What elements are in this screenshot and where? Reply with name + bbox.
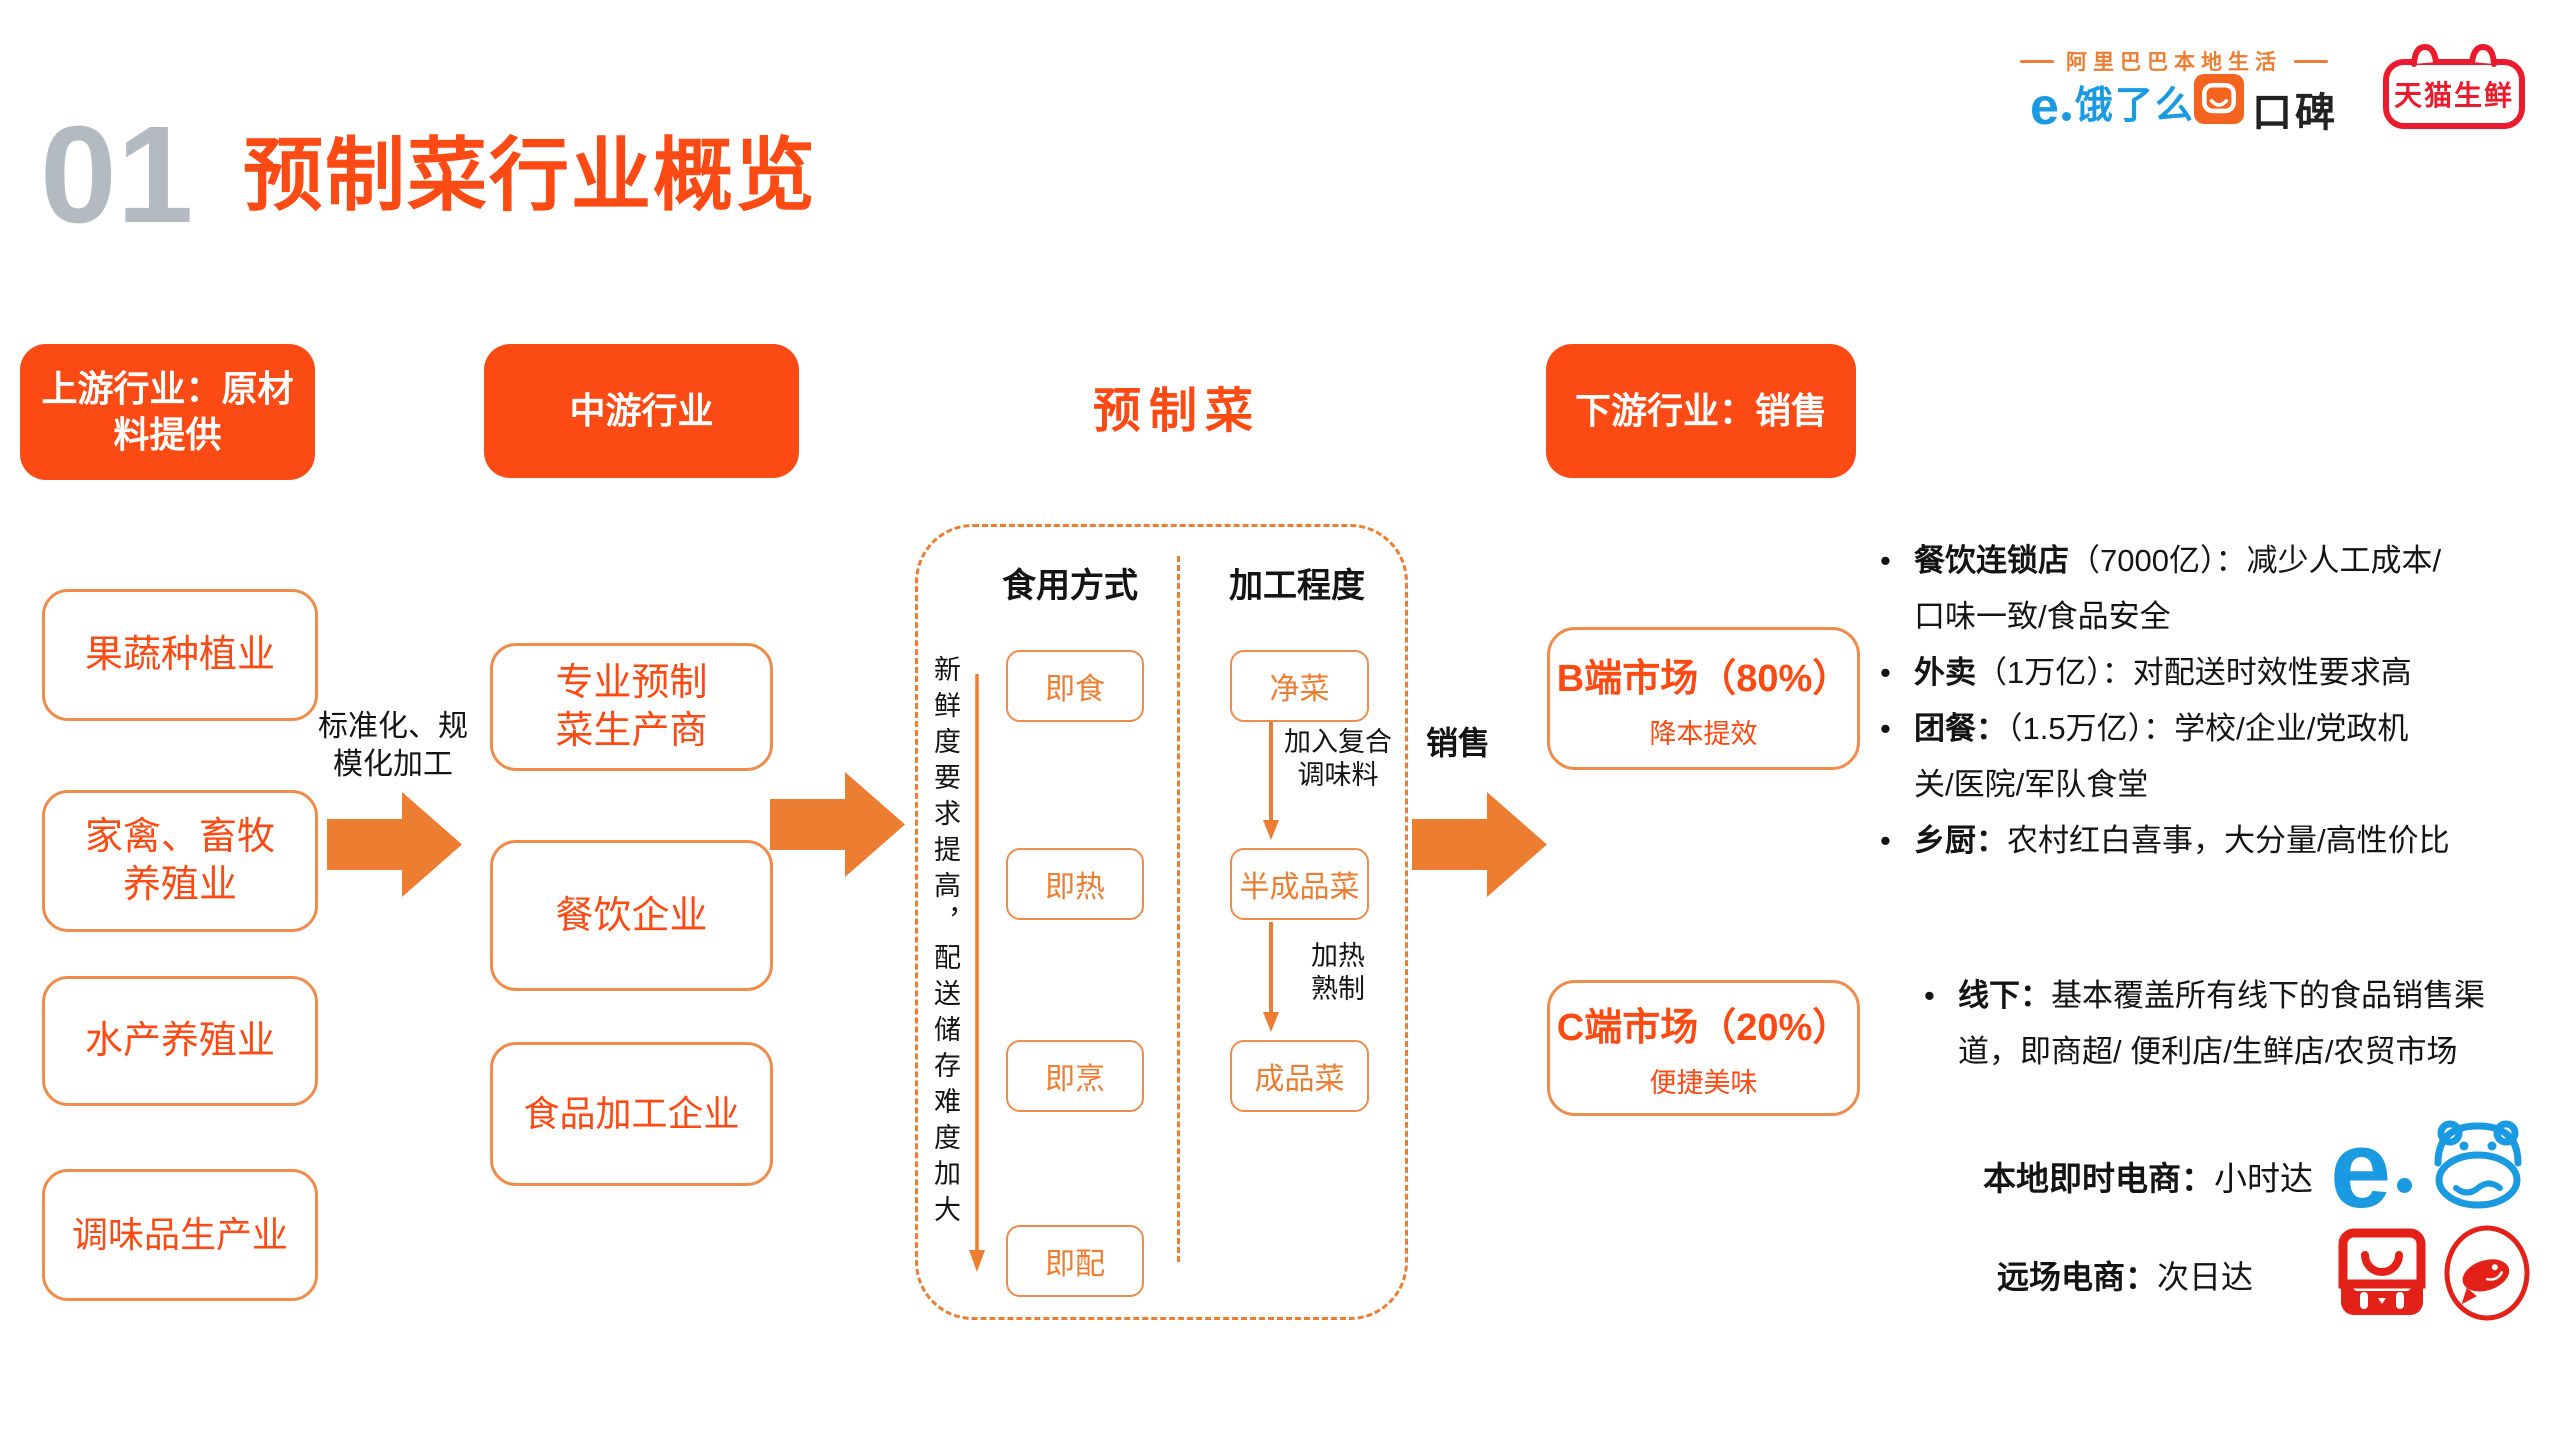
arrow-right-midstream-icon	[770, 772, 905, 877]
premade-dish-panel	[915, 524, 1408, 1320]
panel-divider	[1177, 556, 1180, 1262]
stage-midstream: 中游行业	[484, 344, 799, 478]
freshness-axis-label: 新鲜度要求提高，配送储存难度加大	[930, 655, 960, 1231]
arrow-right-sales-icon	[1412, 792, 1547, 897]
c-market-title: C端市场（20%）	[1556, 1007, 1851, 1049]
koubei-smile-icon	[2202, 82, 2236, 114]
bullet-lead: 团餐：	[1914, 711, 2007, 746]
eleme-app-dot-icon	[2397, 1178, 2412, 1193]
b-market-subtitle: 降本提效	[1649, 718, 1758, 749]
midstream-item-restaurant: 餐饮企业	[490, 840, 773, 991]
koubei-logo-text: 口碑	[2252, 91, 2338, 135]
stage-center-title: 预制菜	[1093, 385, 1262, 438]
tmall-fresh-text: 天猫生鲜	[2393, 80, 2514, 111]
step2-label: 加热 熟制	[1311, 941, 1365, 1004]
panel-header-process-level: 加工程度	[1229, 567, 1365, 605]
local-ecommerce-row-label: 本地即时电商：小时达	[1983, 1152, 2313, 1200]
eleme-dot-icon	[2061, 112, 2071, 121]
brand-banner: 阿里巴巴本地生活	[2020, 46, 2328, 76]
panel-header-eat-mode: 食用方式	[1002, 567, 1138, 605]
tmall-cat-outline-icon	[2383, 43, 2525, 129]
bullet-rest: 基本覆盖所有线下的食品销售渠 道，即商超/ 便利店/生鲜店/农贸市场	[1958, 978, 2485, 1069]
bullet-chain-restaurants: 餐饮连锁店（7000亿）：减少人工成本/ 口味一致/食品安全	[1880, 533, 2514, 645]
process-level-semi-finished: 半成品菜	[1230, 848, 1369, 920]
koubei-icon	[2194, 74, 2244, 124]
arrow-right-upstream-icon	[327, 792, 462, 897]
process-arrow-label: 标准化、规 模化加工	[318, 710, 468, 781]
bullet-offline: 线下：基本覆盖所有线下的食品销售渠 道，即商超/ 便利店/生鲜店/农贸市场	[1924, 968, 2518, 1080]
c-market-box: C端市场（20%） 便捷美味	[1547, 980, 1860, 1116]
brand-banner-text: 阿里巴巴本地生活	[2066, 51, 2282, 74]
far-ecommerce-row-label: 远场电商：次日达	[1997, 1252, 2253, 1298]
bullet-lead: 外卖	[1914, 655, 1976, 690]
eat-mode-ready-to-cook: 即烹	[1006, 1040, 1144, 1112]
eleme-app-letter: e	[2330, 1108, 2392, 1231]
section-number: 01	[40, 98, 194, 252]
page-title: 预制菜行业概览	[243, 131, 817, 220]
stage-downstream: 下游行业：销售	[1546, 344, 1856, 478]
midstream-item-producer: 专业预制 菜生产商	[490, 643, 773, 771]
eleme-app-icon: e	[2330, 1115, 2412, 1225]
c-market-subtitle: 便捷美味	[1649, 1068, 1758, 1098]
bullet-rest: （7000亿）：减少人工成本/ 口味一致/食品安全	[1914, 543, 2442, 634]
upstream-item-poultry: 家禽、畜牧 养殖业	[42, 790, 318, 932]
freshness-axis-arrow-icon	[969, 674, 985, 1272]
b-market-title: B端市场（80%）	[1556, 657, 1851, 700]
tmall-app-icon	[2338, 1228, 2426, 1315]
step1-label: 加入复合 调味料	[1284, 727, 1392, 790]
bullet-lead: 餐饮连锁店	[1914, 543, 2069, 578]
local-ecommerce-value: 小时达	[2214, 1160, 2313, 1197]
far-ecommerce-value: 次日达	[2157, 1259, 2254, 1295]
upstream-item-produce: 果蔬种植业	[42, 589, 318, 721]
local-ecommerce-label: 本地即时电商：	[1983, 1160, 2214, 1197]
banner-dash-left-icon	[2020, 59, 2054, 63]
hema-hippo-icon	[2434, 1120, 2522, 1209]
bullet-lead: 线下：	[1958, 978, 2051, 1013]
upstream-item-seasoning: 调味品生产业	[42, 1169, 318, 1301]
eleme-e-icon: e	[2030, 78, 2059, 137]
process-level-finished-dish: 成品菜	[1230, 1040, 1369, 1112]
arrow-down-step1-icon	[1263, 722, 1279, 840]
bullet-takeout: 外卖（1万亿）：对配送时效性要求高	[1880, 645, 2514, 701]
eat-mode-ready-to-heat: 即热	[1006, 848, 1144, 920]
eleme-logo-text: 饿了么	[2074, 85, 2195, 127]
b-market-box: B端市场（80%） 降本提效	[1547, 627, 1860, 770]
bullet-lead: 乡厨：	[1914, 823, 2007, 858]
eat-mode-ready-to-eat: 即食	[1006, 650, 1144, 722]
far-ecommerce-label: 远场电商：	[1997, 1259, 2158, 1295]
tmall-fresh-logo: 天猫生鲜	[2380, 40, 2528, 132]
b-market-bullet-list: 餐饮连锁店（7000亿）：减少人工成本/ 口味一致/食品安全 外卖（1万亿）：对…	[1880, 533, 2514, 869]
banner-dash-right-icon	[2294, 59, 2328, 63]
eat-mode-ready-to-assemble: 即配	[1006, 1225, 1144, 1297]
upstream-item-aquaculture: 水产养殖业	[42, 976, 318, 1106]
bullet-group-catering: 团餐：（1.5万亿）：学校/企业/党政机 关/医院/军队食堂	[1880, 701, 2514, 813]
stage-upstream: 上游行业：原材 料提供	[20, 344, 315, 480]
fresh-fish-icon	[2444, 1225, 2530, 1321]
sales-label: 销售	[1426, 725, 1491, 761]
eleme-logo: e 饿了么	[2030, 74, 2195, 137]
process-level-clean-vegetable: 净菜	[1230, 650, 1369, 722]
arrow-down-step2-icon	[1263, 922, 1279, 1032]
bullet-rest: 农村红白喜事，大分量/高性价比	[2007, 823, 2450, 858]
bullet-rural-chef: 乡厨：农村红白喜事，大分量/高性价比	[1880, 813, 2514, 869]
bullet-rest: （1万亿）：对配送时效性要求高	[1976, 655, 2412, 690]
c-market-bullet-list: 线下：基本覆盖所有线下的食品销售渠 道，即商超/ 便利店/生鲜店/农贸市场	[1924, 968, 2518, 1080]
midstream-item-food-processing: 食品加工企业	[490, 1042, 773, 1186]
bullet-rest: （1.5万亿）：学校/企业/党政机 关/医院/军队食堂	[1914, 711, 2409, 802]
